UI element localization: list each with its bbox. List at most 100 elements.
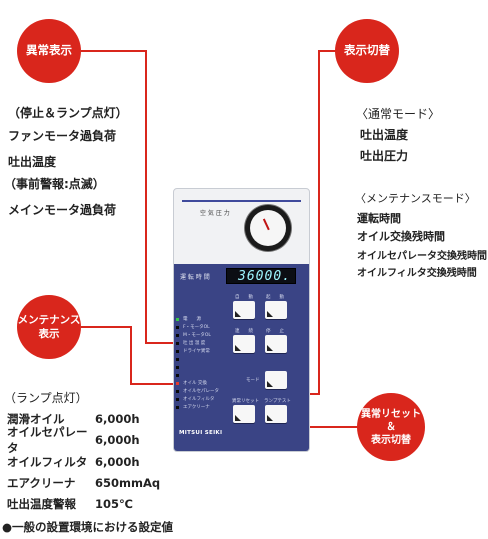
abnormal-line: 吐出温度: [8, 155, 57, 169]
gauge-needle: [262, 218, 270, 231]
display-switch-badge: 表示切替: [335, 19, 399, 83]
led-row: ドライヤ異常: [176, 347, 210, 355]
spec-value: 650mmAq: [95, 476, 161, 490]
led-icon: [176, 365, 179, 369]
led-label: オイル 交換: [183, 381, 207, 386]
spec-row: 吐出温度警報 105℃: [7, 494, 133, 514]
abnormal-line: ファンモータ過負荷: [8, 129, 117, 143]
button-mark-icon: [235, 415, 241, 421]
led-label: M・モータOL: [183, 333, 211, 338]
led-row: 吐 出 温 度: [176, 339, 205, 347]
reset-switch-badge: 異常リセット ＆ 表示切替: [357, 393, 425, 461]
led-icon: [176, 333, 179, 337]
connector-abnormal: [145, 50, 147, 343]
connector-display-switch: [318, 50, 337, 52]
button-mark-icon: [235, 345, 241, 351]
connector-reset: [287, 426, 359, 428]
led-icon: [176, 397, 179, 401]
normal-mode-line: 吐出温度: [360, 128, 409, 142]
stop-button[interactable]: [265, 335, 287, 353]
led-icon: [176, 373, 179, 377]
spec-row: 潤滑オイル 6,000h: [7, 409, 140, 429]
led-label: エアクリーナ: [183, 405, 210, 410]
panel-divider: [182, 200, 301, 202]
led-row: オイルセパレータ: [176, 387, 219, 395]
led-row: [176, 363, 183, 371]
brand-logo: MITSUI SEIKI: [179, 430, 223, 436]
led-icon: [176, 389, 179, 393]
gauge-label: 空 気 圧 力: [200, 210, 230, 217]
led-row: F・モータOL: [176, 323, 210, 331]
button-mark-icon: [267, 311, 273, 317]
control-section: 運 転 時 間 36000. 電 源 F・モータOL M・モータOL 吐 出 温…: [174, 264, 309, 451]
pressure-gauge-icon: [245, 205, 291, 251]
connector-abnormal: [81, 50, 146, 52]
led-row: オイル 交換: [176, 379, 207, 387]
spec-name: エアクリーナ: [7, 476, 76, 490]
button-mark-icon: [267, 345, 273, 351]
led-row: オイルフィルタ: [176, 395, 214, 403]
maintenance-mode-line: 〈メンテナンスモード〉: [355, 192, 476, 205]
led-icon: [176, 357, 179, 361]
abnormal-line: メインモータ過負荷: [8, 203, 117, 217]
gauge-face: [250, 210, 286, 246]
reset-label: 異常リセット: [232, 399, 259, 404]
footnote: ●一般の設置環境における設定値: [2, 520, 174, 534]
compressor-control-panel: 空 気 圧 力 運 転 時 間 36000. 電 源 F・モータOL M・モータ…: [173, 188, 310, 452]
lamp-test-button[interactable]: [265, 405, 287, 423]
abnormal-reset-button[interactable]: [233, 405, 255, 423]
auto-button[interactable]: [233, 301, 255, 319]
auto-label: 自 動: [235, 295, 253, 300]
button-mark-icon: [267, 415, 273, 421]
mode-button[interactable]: [265, 371, 287, 389]
normal-mode-line: 〈通常モード〉: [356, 107, 441, 121]
led-green-icon: [176, 317, 179, 321]
led-row: 電 源: [176, 315, 201, 323]
mode-label: モード: [246, 378, 260, 383]
start-label: 起 動: [266, 295, 284, 300]
stop-label: 停 止: [266, 329, 284, 334]
led-label: 吐 出 温 度: [183, 341, 206, 346]
maintenance-mode-line: オイル交換残時間: [357, 230, 445, 243]
digital-display: 36000.: [226, 268, 296, 284]
continuous-button[interactable]: [233, 335, 255, 353]
maintenance-mode-line: オイルフィルタ交換残時間: [357, 268, 477, 279]
spec-row: オイルセパレータ 6,000h: [7, 425, 140, 455]
led-label: F・モータOL: [183, 325, 210, 330]
abnormal-line: （停止＆ランプ点灯）: [8, 106, 128, 120]
abnormal-line: （事前警報:点滅）: [4, 177, 105, 191]
spec-row: オイルフィルタ 6,000h: [7, 452, 140, 472]
spec-name: オイルフィルタ: [7, 455, 88, 469]
connector-maintenance: [81, 326, 132, 328]
connector-abnormal: [145, 342, 177, 344]
led-row: エアクリーナ: [176, 403, 210, 411]
led-row: [176, 355, 183, 363]
maintenance-heading: （ランプ点灯）: [4, 391, 88, 405]
led-label: オイルセパレータ: [183, 389, 219, 394]
spec-row: エアクリーナ 650mmAq: [7, 473, 160, 493]
normal-mode-line: 吐出圧力: [360, 149, 409, 163]
led-icon: [176, 325, 179, 329]
led-icon: [176, 341, 179, 345]
led-icon: [176, 349, 179, 353]
led-red-icon: [176, 381, 179, 385]
button-mark-icon: [267, 381, 273, 387]
led-icon: [176, 405, 179, 409]
spec-name: オイルセパレータ: [7, 425, 88, 455]
connector-display-switch: [318, 50, 320, 395]
led-row: [176, 371, 183, 379]
start-button[interactable]: [265, 301, 287, 319]
led-row: M・モータOL: [176, 331, 211, 339]
led-label: ドライヤ異常: [183, 349, 210, 354]
connector-maintenance: [130, 383, 177, 385]
display-label: 運 転 時 間: [180, 274, 210, 281]
led-label: オイルフィルタ: [183, 397, 215, 402]
lamp-test-label: ランプテスト: [264, 399, 291, 404]
maintenance-mode-line: オイルセパレータ交換残時間: [357, 251, 487, 262]
spec-name: 潤滑オイル: [7, 412, 65, 426]
abnormal-display-badge: 異常表示: [17, 19, 81, 83]
spec-name: 吐出温度警報: [7, 497, 76, 511]
led-label: 電 源: [183, 317, 201, 322]
continuous-label: 連 続: [235, 329, 253, 334]
button-mark-icon: [235, 311, 241, 317]
